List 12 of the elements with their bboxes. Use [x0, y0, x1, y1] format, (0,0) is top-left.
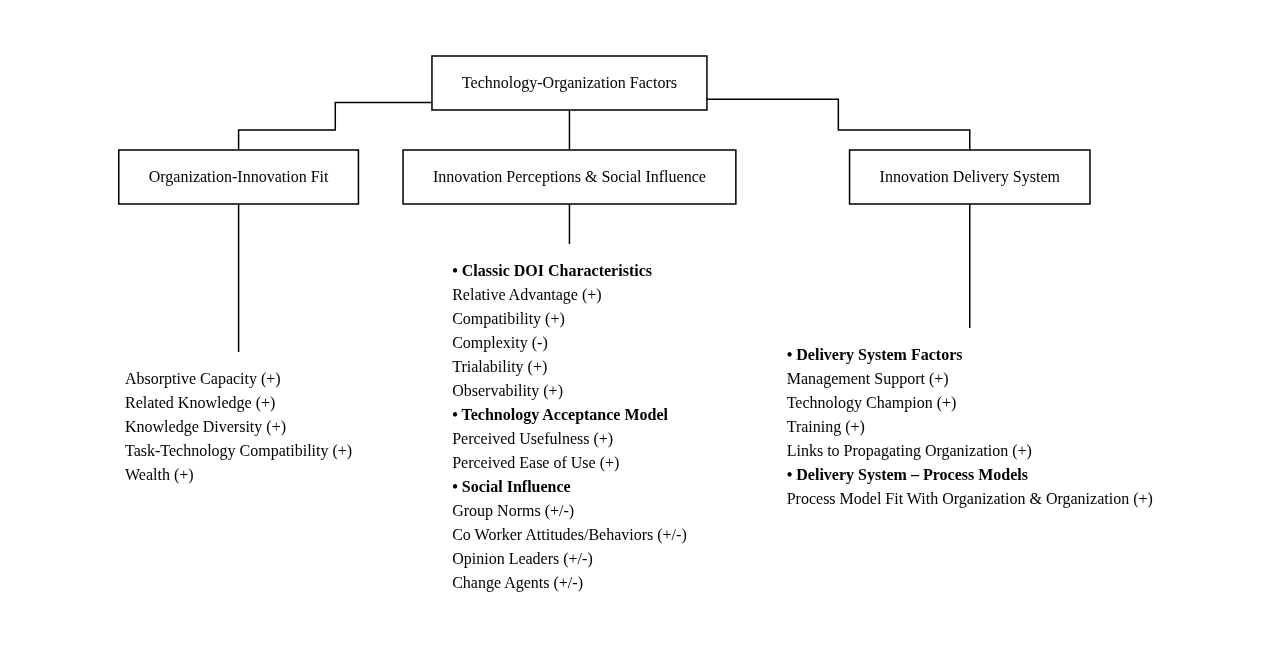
connector — [237, 101, 433, 151]
connector — [969, 202, 971, 329]
node-text: • Delivery System Factors Management Support (+) Technology Champion (+) Training (+) Links to Propagating Organization (+) • Delivery System – Process Models Process Model Fit With Organization & Organization (+) — [786, 345, 1153, 507]
node-text: Absorptive Capacity (+) Related Knowledge (+) Knowledge Diversity (+) Task-Technology Compatibility (+) Wealth (+) — [125, 369, 353, 483]
node-box: Innovation Perceptions & Social Influence — [402, 148, 737, 205]
connector — [568, 202, 571, 245]
node-box: Technology-Organization Factors — [431, 54, 708, 111]
node-text: • Classic DOI Characteristics Relative Advantage (+) Compatibility (+) Complexity (-) Trialability (+) Observability (+) • Technology Acceptance Model Perceived Usefulness (+) Perceived Ease of Use (+) • Social Influence Group Norms (+/-) Co Worker Attitudes/Behaviors (+/-) Opinion Leaders (+/-) Change Agents (+/-) — [452, 261, 687, 591]
connector — [237, 202, 240, 353]
node-box: Innovation Delivery System — [848, 148, 1091, 205]
node-box: Organization-Innovation Fit — [118, 148, 360, 205]
connector — [568, 108, 571, 151]
